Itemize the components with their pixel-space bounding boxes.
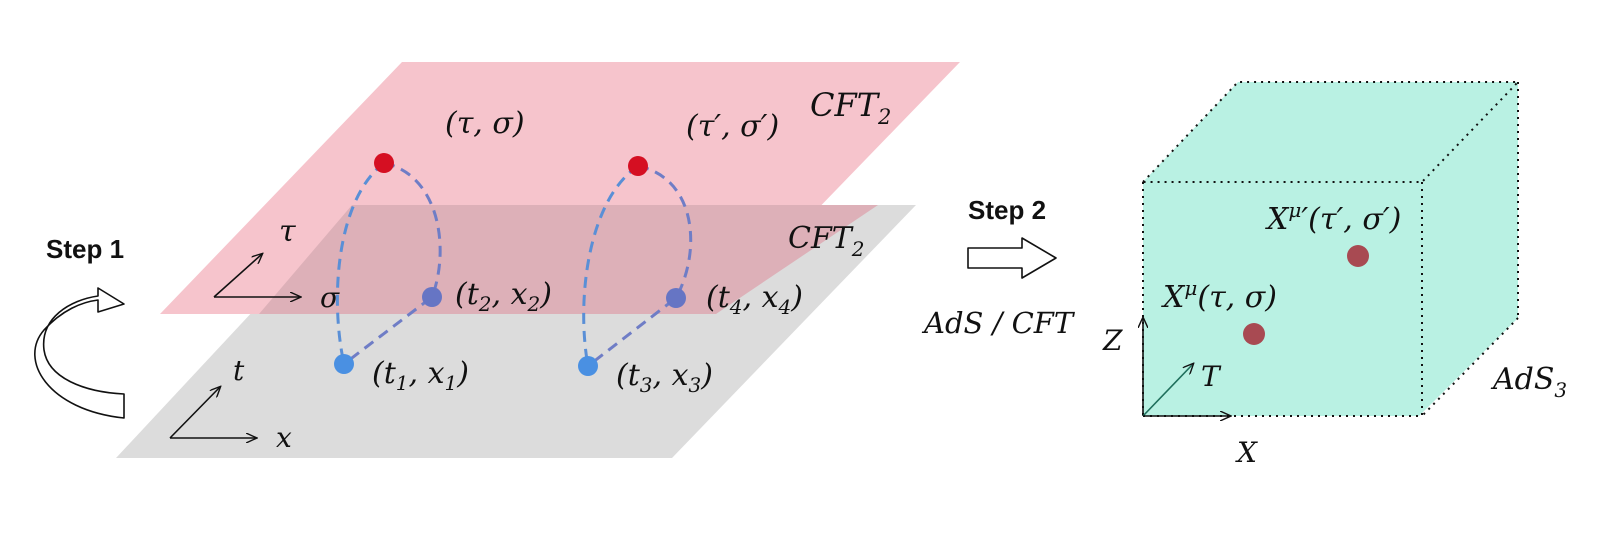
label-t4-x4: (t4, x4) [706,280,803,319]
t-bulk-axis-arrow [1142,364,1193,417]
plane-overlap-region [259,205,878,314]
bulk-point-2 [1347,245,1369,267]
z-axis-label: Z [1102,324,1123,357]
blue-point-3 [578,356,598,376]
red-point-2 [628,156,648,176]
sigma-axis-label: σ [320,281,340,314]
red-point-1 [374,153,394,173]
x-axis-label: x [276,421,292,454]
blue-point-1 [334,354,354,374]
worldsheet-loop-1 [335,161,385,365]
step2-label: Step 2 [968,195,1046,225]
cft-top-label: CFT2 [810,86,891,129]
t-axis-arrow [169,387,220,439]
adscft-label: AdS / CFT [921,306,1076,340]
step1-curved-arrow [34,287,125,419]
cube-edges-top [1142,81,1521,183]
tau-axis-arrow [213,254,262,298]
violet-point-4 [666,288,686,308]
label-tau-sigma-prime: (τ′, σ′) [686,109,779,144]
label-t1-x1: (t1, x1) [372,356,469,395]
tau-axis-label: τ [279,214,296,249]
label-tau-sigma: (τ, σ) [445,106,525,141]
step1-label: Step 1 [46,234,124,264]
ads-cube-body [1143,82,1518,416]
label-t2-x2: (t2, x2) [455,277,552,316]
cft-bottom-label: CFT2 [788,221,865,261]
label-t3-x3: (t3, x3) [616,358,713,397]
bulk-label-2: Xμ′(τ′, σ′) [1265,198,1401,237]
step2-hollow-arrow [967,237,1057,279]
bulk-label-1: Xμ(τ, σ) [1161,276,1277,315]
worldsheet-loop-2 [582,164,639,367]
x-bulk-axis-label: X [1235,436,1258,469]
violet-point-2 [422,287,442,307]
cube-edge-bottom-right [1421,317,1519,417]
t-axis-label: t [233,354,245,387]
t-bulk-axis-label: T [1201,360,1222,393]
ads3-label: AdS3 [1490,362,1567,402]
bulk-point-1 [1243,323,1265,345]
